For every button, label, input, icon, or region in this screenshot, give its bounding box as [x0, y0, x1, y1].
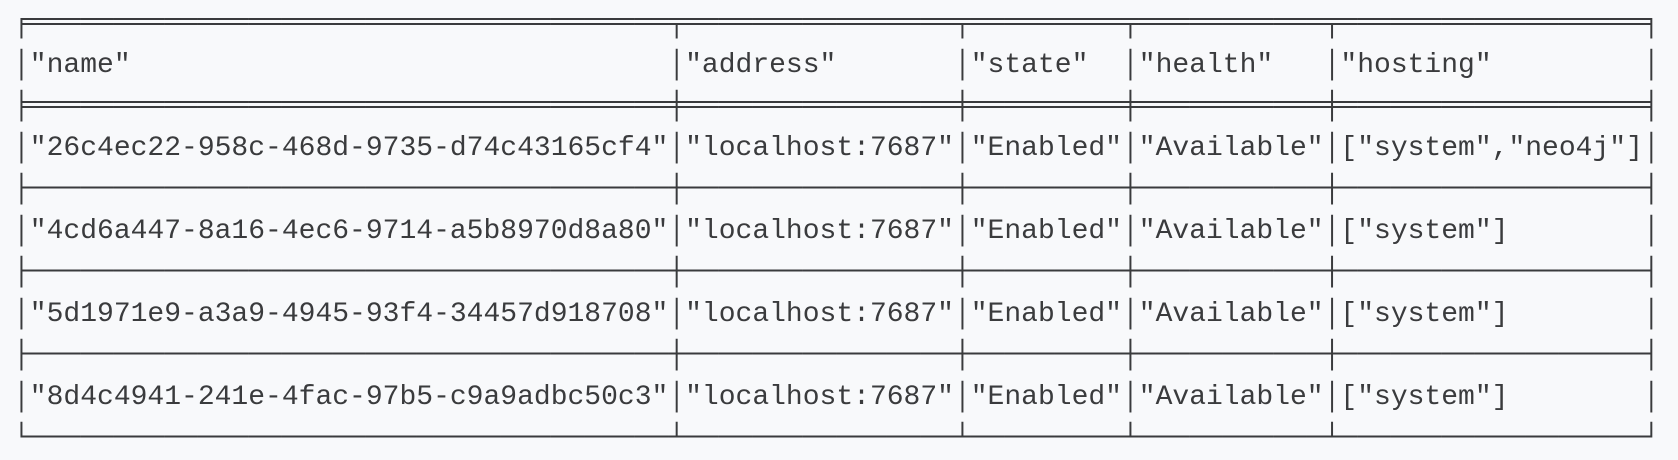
query-result-table: ╒══════════════════════════════════════╤… — [13, 8, 1660, 454]
